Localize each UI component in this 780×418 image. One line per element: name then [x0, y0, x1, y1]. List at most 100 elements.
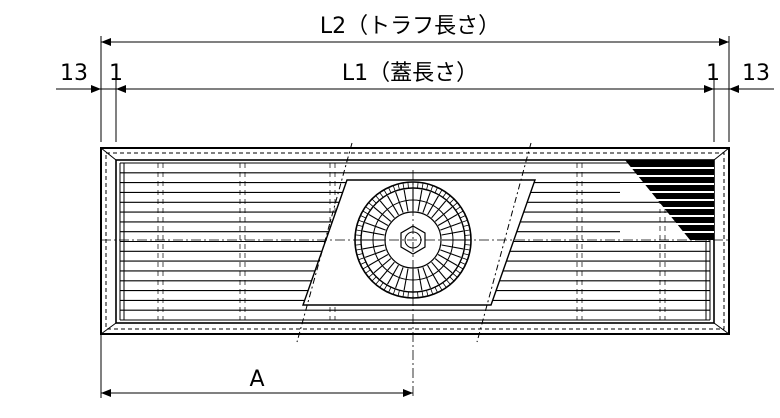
- outlet-rim-tick: [365, 206, 371, 211]
- outlet-rim-tick: [438, 284, 443, 291]
- outlet-spoke: [440, 222, 462, 231]
- outlet-rim-tick: [356, 253, 363, 256]
- outlet-rim-tick: [365, 269, 371, 274]
- a-label: A: [249, 367, 264, 392]
- outlet-rim-tick: [355, 234, 362, 236]
- outlet-rim-tick: [402, 291, 405, 298]
- outlet-rim-tick: [457, 265, 464, 270]
- outlet-rim-tick: [362, 265, 369, 270]
- outlet-rim-tick: [358, 219, 365, 223]
- outlet-spoke: [368, 214, 389, 226]
- outlet-rim-tick: [452, 273, 458, 278]
- outlet-rim-tick: [442, 192, 447, 198]
- outlet-rim-tick: [397, 290, 400, 297]
- trough-frame: [100, 147, 730, 335]
- outlet-spoke: [434, 258, 453, 274]
- outlet-rim-tick: [375, 195, 380, 201]
- centre-lines: [101, 170, 729, 398]
- outlet-spoke: [437, 254, 458, 266]
- outlet-rim-tick: [360, 215, 367, 219]
- outlet-spoke: [417, 268, 423, 291]
- outlet-spoke: [373, 206, 392, 222]
- outlet-spoke: [403, 189, 409, 212]
- outlet-rim-tick: [446, 195, 451, 201]
- outlet-spoke: [431, 261, 447, 280]
- outlet-spoke: [417, 189, 423, 212]
- outlet-spoke: [434, 206, 453, 222]
- outlet-rim-tick: [368, 202, 374, 207]
- outlet-spoke: [431, 200, 447, 219]
- left-outer-label: 13: [60, 61, 88, 86]
- outlet-rim-tick: [464, 234, 471, 236]
- outlet-spoke: [379, 261, 395, 280]
- outlet-rim-tick: [388, 187, 392, 194]
- outlet-rim-tick: [459, 261, 466, 265]
- outlet-rim-tick: [459, 215, 466, 219]
- outlet-spoke: [441, 230, 464, 236]
- outlet-rim-tick: [449, 276, 455, 282]
- outlet-rim-tick: [375, 279, 380, 285]
- outlet-rim-tick: [461, 257, 468, 261]
- outlet-rim-tick: [417, 182, 419, 189]
- outlet-rim-tick: [430, 185, 434, 192]
- outlet-rim-tick: [426, 290, 429, 297]
- dimension-l1: L1（蓋長さ）: [115, 61, 715, 142]
- dimension-l2: L2（トラフ長さ）: [100, 14, 730, 142]
- outlet-rim-tick: [434, 286, 438, 293]
- outlet-spoke: [422, 191, 431, 213]
- l1-label: L1（蓋長さ）: [342, 61, 478, 86]
- outlet-rim-tick: [464, 229, 471, 232]
- l2-label: L2（トラフ長さ）: [320, 14, 500, 39]
- outlet-spoke: [395, 191, 404, 213]
- outlet-spoke: [364, 222, 386, 231]
- outlet-rim-tick: [368, 273, 374, 278]
- outlet-spoke: [437, 214, 458, 226]
- outlet-rim-tick: [355, 244, 362, 246]
- outlet-spoke: [427, 195, 439, 216]
- outlet-spoke: [379, 200, 395, 219]
- outlet-rim-tick: [442, 282, 447, 288]
- outlet-rim-tick: [452, 202, 458, 207]
- outlet-spoke: [387, 195, 399, 216]
- outlet-rim-tick: [397, 183, 400, 190]
- outlet-rim-tick: [392, 288, 396, 295]
- outlet-spoke: [362, 244, 385, 250]
- outlet-rim-tick: [379, 282, 384, 288]
- outlet-rim-tick: [417, 291, 419, 298]
- outlet-rim-tick: [421, 182, 424, 189]
- outlet-spoke: [440, 249, 462, 258]
- outlet-rim-tick: [438, 189, 443, 196]
- outlet-rim-tick: [421, 291, 424, 298]
- outlet-spoke: [364, 249, 386, 258]
- outlet-rim-tick: [360, 261, 367, 265]
- outlet-rim-tick: [355, 229, 362, 232]
- outlet-rim-tick: [455, 269, 461, 274]
- outlet-spoke: [362, 230, 385, 236]
- right-outer-label: 13: [742, 61, 770, 86]
- outlet-spoke: [427, 264, 439, 285]
- outlet-rim-tick: [356, 224, 363, 227]
- outlet-rim-tick: [379, 192, 384, 198]
- outlet-rim-tick: [455, 206, 461, 211]
- outlet-spoke: [368, 254, 389, 266]
- outlet-rim-tick: [355, 248, 362, 251]
- drain-panel: [296, 142, 536, 343]
- outlet-rim-tick: [457, 210, 464, 215]
- outlet-rim-tick: [383, 189, 388, 196]
- left-inner-label: 1: [109, 61, 123, 86]
- hatched-corner: [620, 160, 714, 240]
- right-inner-label: 1: [706, 61, 720, 86]
- outlet-rim-tick: [434, 187, 438, 194]
- outlet-rim-tick: [464, 248, 471, 251]
- outlet-rim-tick: [402, 182, 405, 189]
- outlet-spoke: [395, 267, 404, 289]
- outlet-rim-tick: [461, 219, 468, 223]
- outlet-rim-tick: [362, 210, 369, 215]
- dimension-right-offsets: 1 13: [706, 61, 774, 93]
- outlet-spoke: [422, 267, 431, 289]
- outlet-rim-tick: [430, 288, 434, 295]
- outlet-rim-tick: [371, 276, 377, 282]
- outlet-rim-tick: [392, 185, 396, 192]
- dimension-left-offsets: 13 1: [56, 61, 123, 93]
